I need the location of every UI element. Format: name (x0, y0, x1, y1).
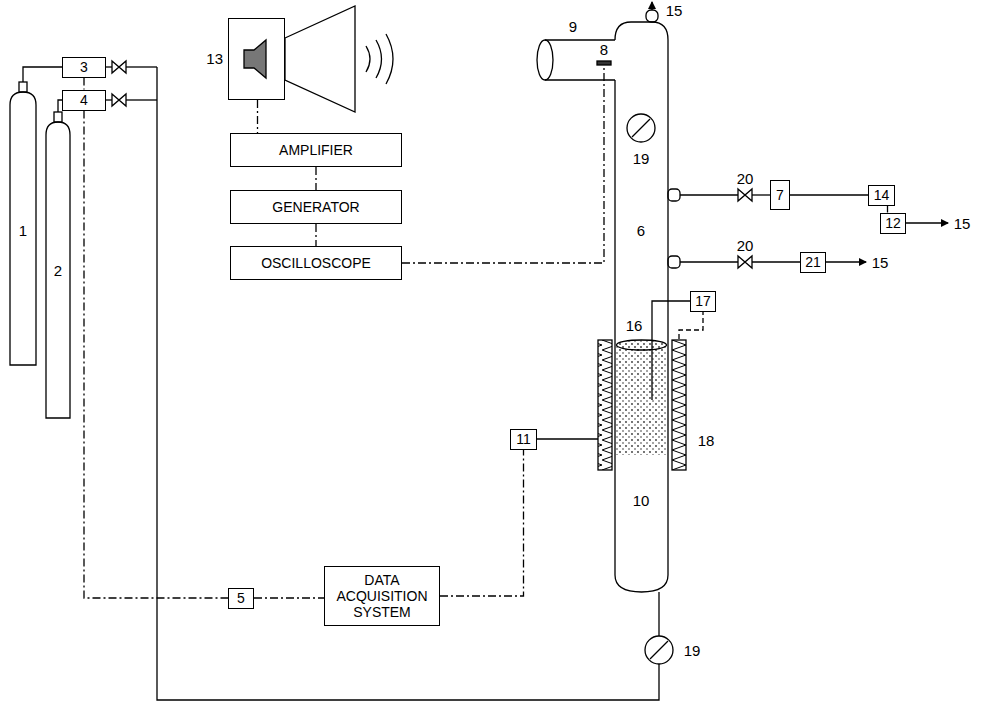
fluidized-bed-column (615, 22, 668, 592)
component-box: 14 (868, 185, 895, 206)
callout-number: 15 (953, 216, 972, 231)
thermocouple-wire (652, 301, 690, 400)
box-label: 21 (805, 254, 821, 270)
signal-wire (84, 111, 228, 599)
bed-surface (617, 340, 667, 350)
outlet-port (646, 10, 658, 22)
component-box: 11 (510, 429, 537, 450)
valve-symbol (627, 114, 655, 142)
component-box: 7 (770, 180, 790, 210)
side-port (668, 189, 680, 201)
connector-line (790, 194, 868, 195)
gas-feed-line (157, 67, 659, 700)
valve-symbol (645, 636, 673, 664)
callout-number: 13 (206, 50, 223, 67)
box-label: 4 (80, 92, 88, 108)
mass-flow-controller: 3 (62, 57, 106, 78)
signal-wire (316, 167, 317, 190)
callout-number: 16 (625, 318, 644, 333)
sound-tube-end (537, 40, 553, 80)
signal-wire (257, 100, 258, 133)
thermocouple-wire (537, 438, 598, 439)
exhaust-arrow (906, 222, 948, 223)
box-label: 14 (874, 187, 890, 203)
box-label: 7 (776, 187, 784, 203)
callout-number: 9 (568, 19, 578, 34)
sound-wave (376, 40, 382, 78)
valve-symbol (738, 256, 752, 268)
gas-line (23, 67, 62, 82)
valve-symbol (112, 61, 126, 73)
box-label: AMPLIFIER (279, 142, 353, 158)
heater (598, 340, 612, 470)
signal-wire (402, 65, 604, 263)
instrument-box: DATA ACQUISITION SYSTEM (324, 566, 440, 626)
callout-number: 2 (53, 263, 63, 278)
box-label: GENERATOR (272, 199, 359, 215)
control-wire (679, 310, 703, 340)
signal-wire (316, 224, 317, 246)
callout-number: 20 (736, 238, 755, 253)
sound-wave (366, 46, 370, 72)
exhaust-arrow (826, 261, 866, 262)
cylinder-valve (19, 82, 27, 92)
speaker-icon (244, 40, 266, 78)
connector-line (84, 111, 228, 599)
callout-number: 20 (736, 171, 755, 186)
callout-number: 15 (871, 255, 890, 270)
signal-wire (84, 78, 85, 90)
speaker-horn (285, 6, 355, 112)
speaker-box: 13 (228, 18, 285, 100)
callout-number: 1 (18, 223, 28, 238)
valve-symbol (112, 94, 126, 106)
gas-line (887, 206, 888, 213)
callout-number: 8 (599, 42, 609, 57)
connector-line (257, 100, 258, 133)
heater (672, 340, 686, 470)
valve-symbol (738, 189, 752, 201)
connector-line (254, 597, 324, 598)
box-label: DATA ACQUISITION SYSTEM (325, 572, 439, 620)
connector-line (315, 224, 316, 246)
side-port (668, 256, 680, 268)
gas-line (790, 195, 868, 196)
box-label: 5 (237, 590, 245, 606)
cylinder-valve (54, 112, 62, 122)
microphone-probe (597, 61, 611, 65)
instrument-box: AMPLIFIER (230, 133, 402, 167)
callout-number: 10 (632, 493, 651, 508)
connector-line (315, 167, 316, 190)
mass-flow-controller: 4 (62, 90, 106, 111)
callout-number: 19 (683, 643, 702, 658)
connector-line (83, 78, 84, 90)
callout-number: 15 (665, 3, 684, 18)
connector-line (440, 450, 524, 597)
gas-cylinder (10, 92, 36, 365)
box-label: 3 (80, 59, 88, 75)
component-box: 12 (880, 213, 906, 234)
callout-number: 6 (636, 223, 646, 238)
box-label: 12 (885, 215, 901, 231)
box-label: 11 (516, 431, 531, 447)
box-label: OSCILLOSCOPE (261, 255, 371, 271)
component-box: 17 (690, 291, 716, 312)
callout-number: 19 (632, 151, 651, 166)
callout-number: 18 (697, 433, 716, 448)
gas-cylinder (46, 122, 70, 418)
instrument-box: OSCILLOSCOPE (230, 246, 402, 280)
component-box: 21 (800, 252, 826, 273)
instrument-box: GENERATOR (230, 190, 402, 224)
component-box: 5 (228, 588, 254, 609)
sound-wave (386, 34, 393, 84)
signal-wire (440, 450, 524, 597)
particle-bed (616, 345, 667, 455)
box-label: 17 (695, 293, 711, 309)
connector-line (887, 206, 888, 213)
signal-wire (254, 598, 324, 599)
